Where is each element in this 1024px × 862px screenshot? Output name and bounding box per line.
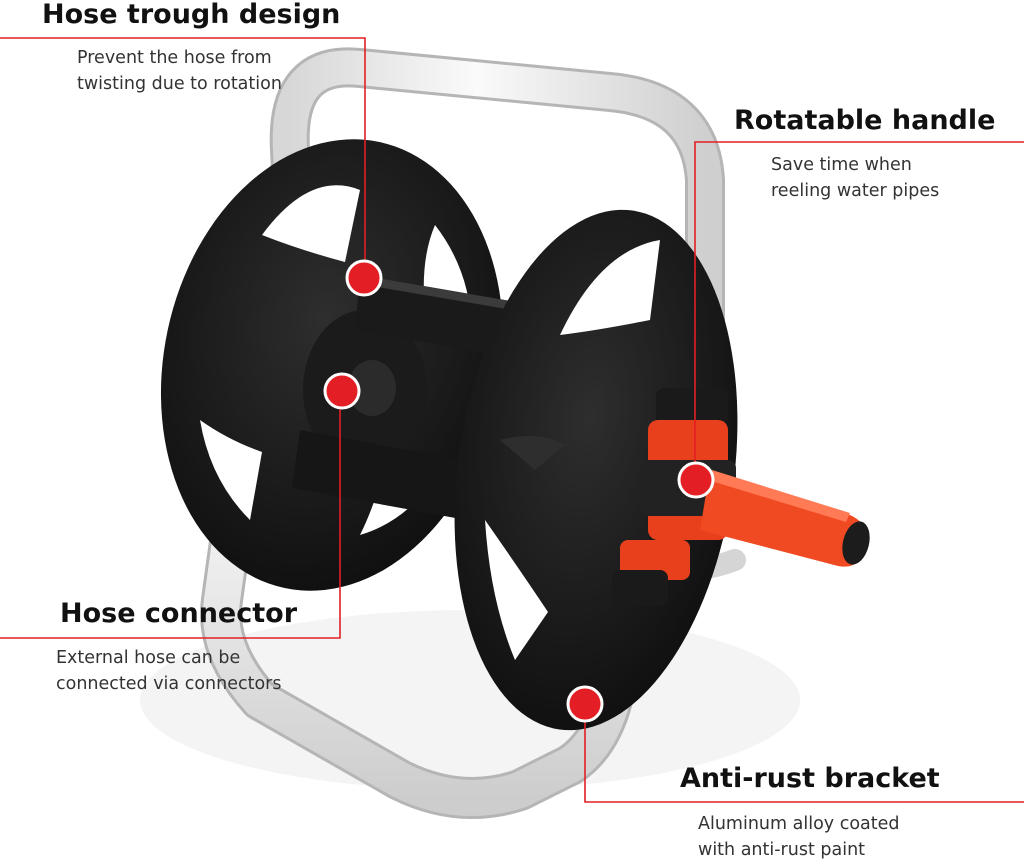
rotatable-handle-title: Rotatable handle <box>734 105 996 136</box>
callout-dot-hose-trough <box>345 259 383 297</box>
hose-connector-title: Hose connector <box>60 598 298 629</box>
hose-trough-title: Hose trough design <box>42 0 341 30</box>
anti-rust-bracket-title: Anti-rust bracket <box>680 763 940 794</box>
rotatable-handle-description: Save time when reeling water pipes <box>771 155 940 201</box>
hose-trough-description: Prevent the hose from twisting due to ro… <box>77 48 282 94</box>
hose-connector-description: External hose can be connected via conne… <box>56 648 282 694</box>
callout-dot-anti-rust-bracket <box>566 685 604 723</box>
callout-line-hose-trough <box>0 37 366 275</box>
callout-lines <box>0 37 1024 803</box>
callout-dots <box>323 259 715 723</box>
callout-line-hose-connector <box>0 390 341 639</box>
callout-line-rotatable-handle <box>694 141 1024 478</box>
callout-dot-hose-connector <box>323 372 361 410</box>
callout-dot-rotatable-handle <box>677 461 715 499</box>
anti-rust-bracket-description: Aluminum alloy coated with anti-rust pai… <box>698 814 900 860</box>
callout-line-anti-rust-bracket <box>584 703 1024 803</box>
